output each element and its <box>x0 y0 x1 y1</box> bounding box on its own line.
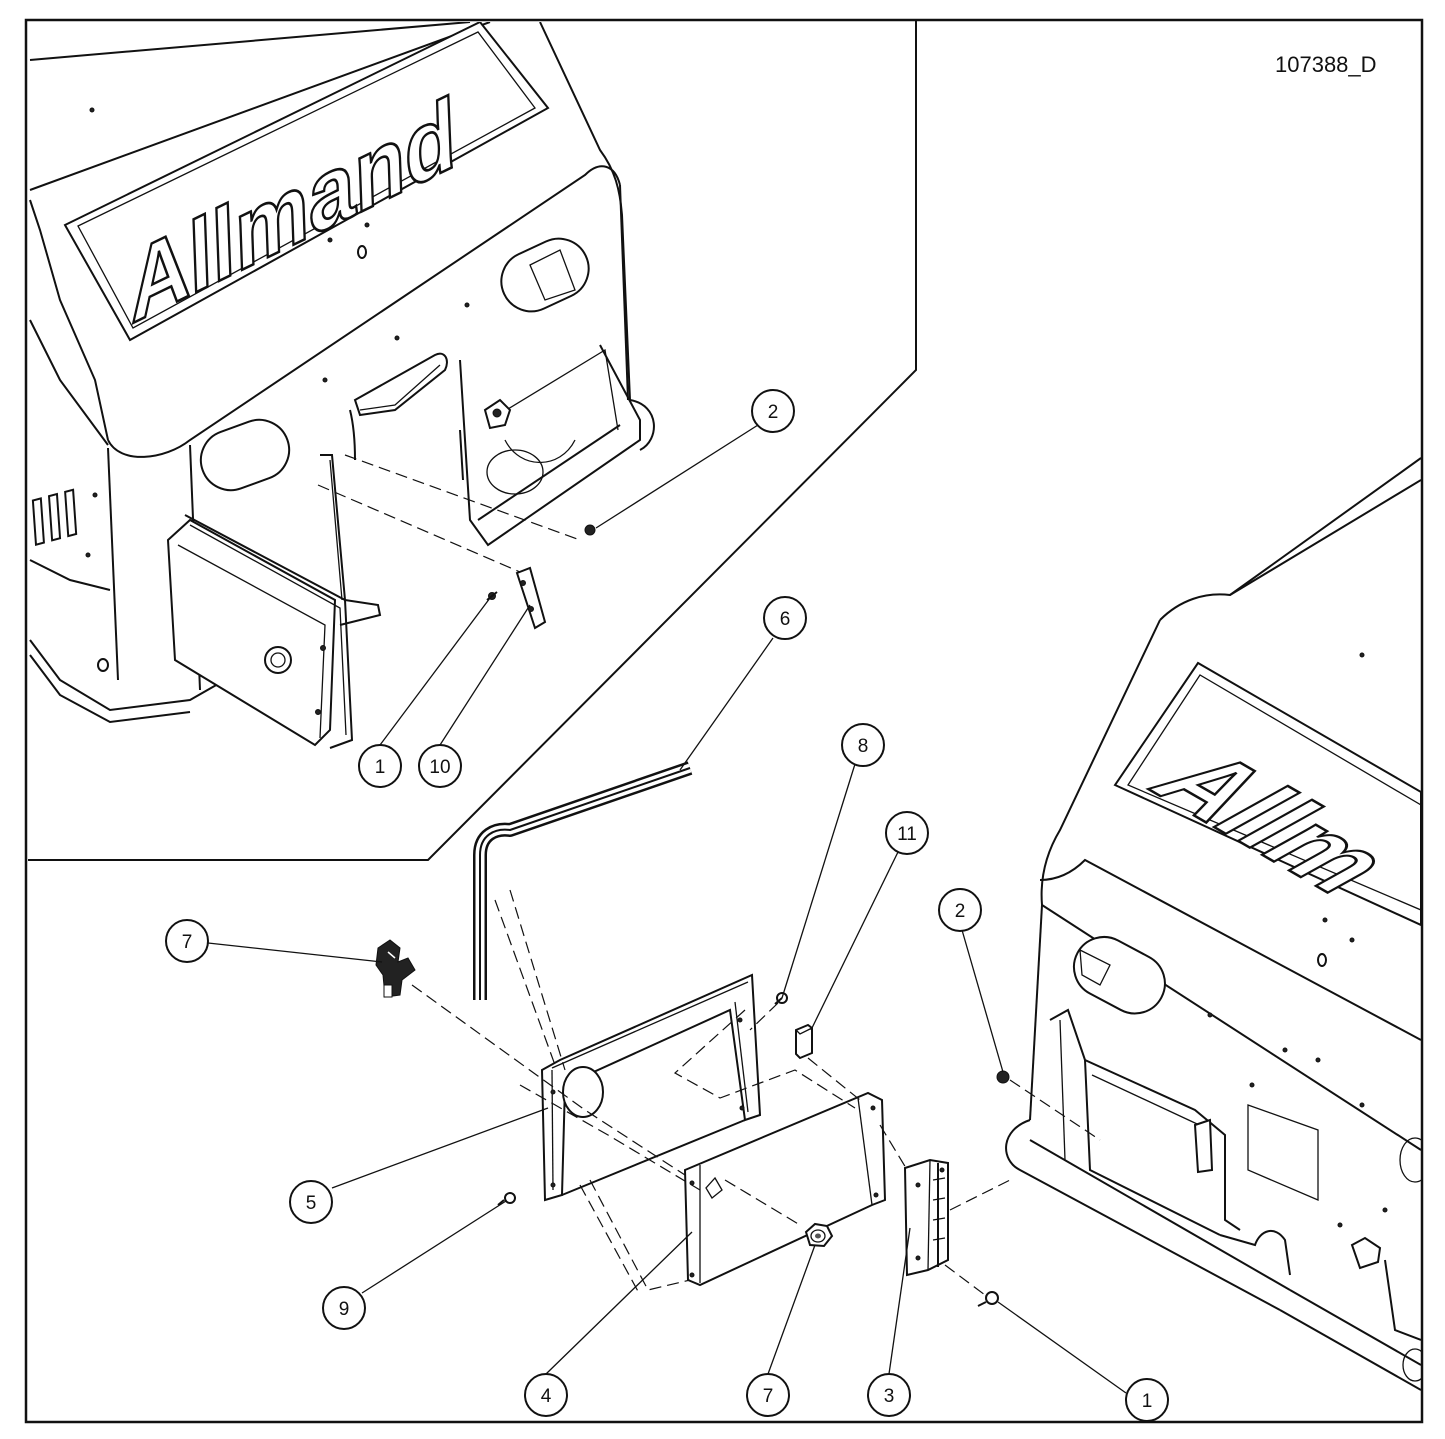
nut-part-7 <box>804 1222 834 1248</box>
svg-text:lll: lll <box>21 480 88 558</box>
door-panel-part-4 <box>683 1091 887 1287</box>
drawing-number: 107388_D <box>1275 52 1377 77</box>
svg-text:2: 2 <box>955 901 966 922</box>
gasket-seal-part-6 <box>473 761 693 1000</box>
screw-part-1-main <box>977 1291 999 1307</box>
callout-9: 9 <box>322 1286 366 1330</box>
svg-text:2: 2 <box>768 402 779 423</box>
logo-panel-detail <box>63 22 550 342</box>
callout-3: 3 <box>867 1373 911 1417</box>
screw-part-8 <box>774 992 788 1005</box>
nut-part-2-detail <box>584 524 596 536</box>
callout-7-left: 7 <box>165 919 209 963</box>
detail-view-boundary <box>28 20 917 861</box>
enclosure-main-view: Allm <box>1005 457 1421 1391</box>
detail-view: Allmand <box>21 20 917 861</box>
callouts: 1 10 2 6 8 11 2 7 <box>165 389 1169 1422</box>
door-frame-part-5 <box>540 973 762 1202</box>
svg-text:6: 6 <box>780 609 791 630</box>
screw-part-9 <box>497 1192 516 1206</box>
hinge-part-3 <box>903 1158 949 1277</box>
logo-panel-main <box>1113 661 1421 927</box>
callout-2-detail: 2 <box>751 389 795 433</box>
lock-part-7 <box>375 939 416 998</box>
callout-4: 4 <box>524 1373 568 1417</box>
svg-text:9: 9 <box>339 1299 350 1320</box>
callout-10-detail: 10 <box>418 744 462 788</box>
svg-text:11: 11 <box>897 824 917 845</box>
svg-text:5: 5 <box>306 1193 317 1214</box>
svg-text:8: 8 <box>858 736 869 757</box>
callout-8: 8 <box>841 723 885 767</box>
spacer-block-part-11 <box>795 1023 813 1060</box>
callout-11: 11 <box>885 811 929 855</box>
assembly-lines <box>411 889 1101 1296</box>
svg-text:7: 7 <box>763 1386 774 1407</box>
svg-text:7: 7 <box>182 932 193 953</box>
svg-text:10: 10 <box>429 757 450 778</box>
svg-text:1: 1 <box>1142 1391 1153 1412</box>
callout-1-main: 1 <box>1125 1378 1169 1422</box>
svg-text:4: 4 <box>541 1386 552 1407</box>
callout-5: 5 <box>289 1180 333 1224</box>
svg-text:3: 3 <box>884 1386 895 1407</box>
drawing-border <box>24 18 1424 1424</box>
screw-part-1-detail <box>486 591 498 601</box>
callout-7-bottom: 7 <box>746 1373 790 1417</box>
callout-1-detail: 1 <box>358 744 402 788</box>
nut-part-2-main <box>996 1070 1010 1084</box>
door-panel-detail <box>166 514 354 749</box>
callout-2-main: 2 <box>938 888 982 932</box>
svg-text:1: 1 <box>375 757 386 778</box>
callout-6: 6 <box>763 596 807 640</box>
